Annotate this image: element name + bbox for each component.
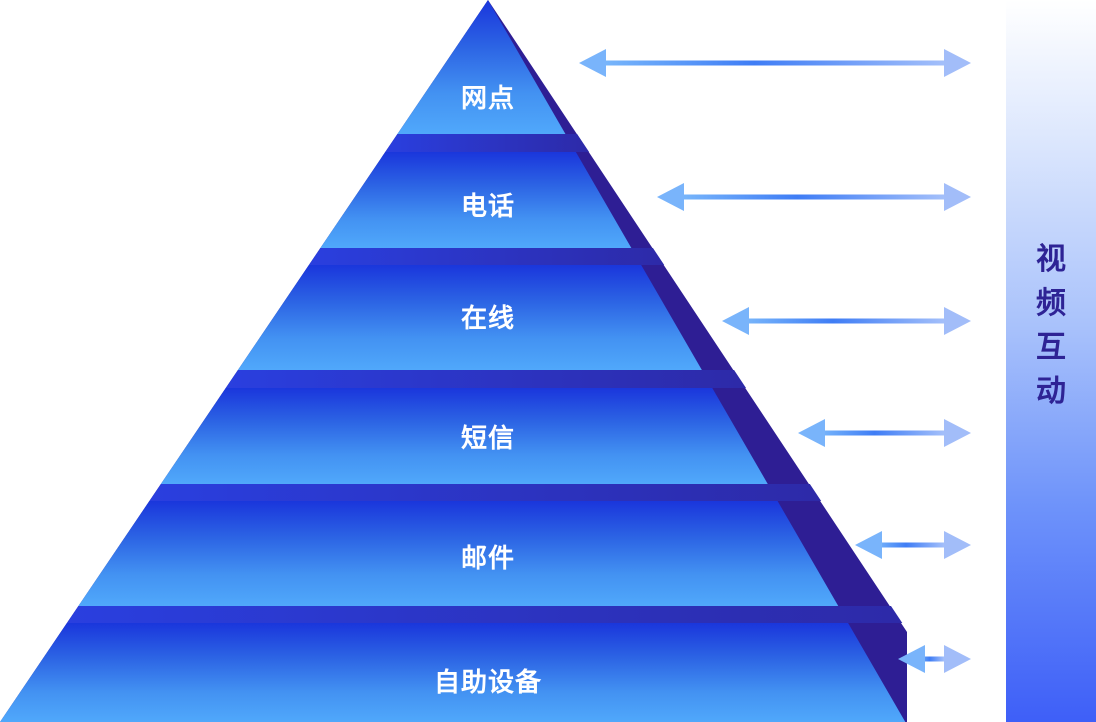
pyramid-level-label: 网点 [460,84,516,114]
pyramid-level-label: 电话 [460,192,516,222]
pyramid-level [237,265,702,370]
double-arrow-icon [657,183,971,211]
pyramid-level-label: 在线 [460,304,516,334]
pyramid-level [78,501,839,606]
pyramid-level [160,388,768,484]
double-arrow-icon [579,49,971,77]
video-interaction-title: 视 频 互 动 [1006,238,1096,414]
pyramid-level-label: 邮件 [460,544,516,574]
double-arrow-icon [722,307,971,335]
pyramid-level [397,0,566,134]
level-separator [308,248,665,265]
level-separator [149,484,822,501]
double-arrow-icon [898,645,971,673]
pyramid-level-label: 自助设备 [433,668,543,698]
level-separator [225,370,747,388]
level-separator [66,606,903,623]
side-title-char: 视 [1036,242,1066,277]
pyramid-level-label: 短信 [460,424,516,454]
side-title-char: 互 [1036,330,1066,365]
double-arrow-icon [798,419,971,447]
video-interaction-panel: 视 频 互 动 [1006,0,1096,722]
pyramid-level [0,623,906,722]
side-title-char: 动 [1036,374,1066,409]
double-arrow-icon [855,531,971,559]
level-separator [385,134,590,152]
pyramid-level [320,152,632,248]
side-title-char: 频 [1036,286,1066,321]
